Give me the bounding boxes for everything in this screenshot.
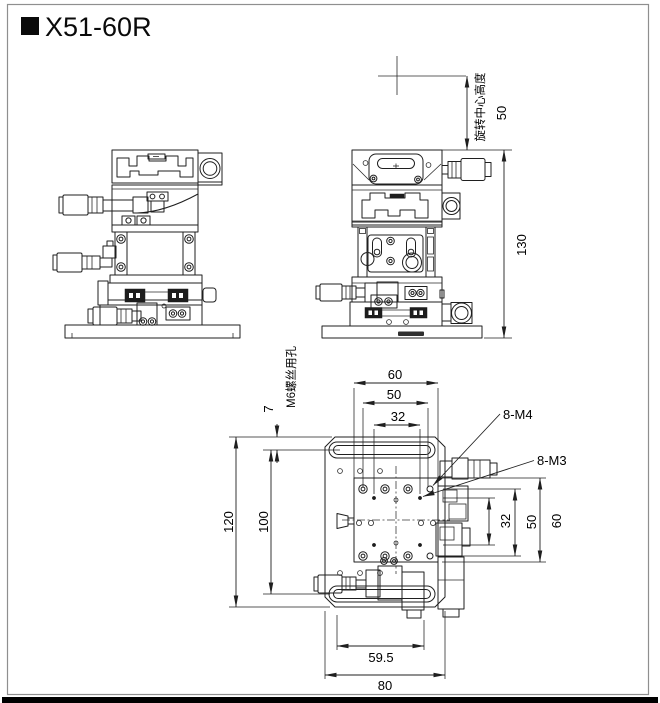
dim-overall-height: 130 (514, 234, 529, 256)
m3-hole-pattern (355, 496, 436, 547)
front-z-micrometer (52, 240, 117, 273)
callout-m4-holes: 8-M4 (503, 407, 533, 422)
side-view-dimensions: 旋转中心高度 50 130 (442, 72, 529, 339)
top-center-stage (336, 466, 450, 574)
side-base-plate (321, 325, 483, 339)
front-view-drawing (52, 149, 241, 339)
front-y-micrometer (87, 306, 142, 326)
top-base-plate (324, 436, 446, 608)
top-bottom-assembly (313, 557, 425, 619)
front-base-plate (64, 324, 241, 339)
title-block: X51-60R (21, 12, 152, 42)
side-rotation-stage (351, 149, 443, 186)
dim-top-width-mid: 50 (387, 387, 401, 402)
m4-hole-pattern (358, 484, 434, 561)
callout-m3-holes: 8-M3 (537, 453, 567, 468)
front-y-stage (99, 299, 203, 326)
title-bullet-icon (21, 17, 39, 35)
dim-rotation-center-height: 50 (494, 106, 509, 120)
side-goniometer-block (351, 184, 461, 226)
page-title: X51-60R (45, 12, 152, 42)
page-frame (2, 3, 658, 703)
dim-right-height-inner: 32 (498, 514, 513, 528)
side-rotation-micrometer (441, 158, 492, 181)
top-view-dimensions: 60 50 32 120 100 7 M6螺丝用孔 8-M4 8-M3 60 (221, 346, 567, 693)
dim-top-width-outer: 60 (388, 367, 402, 382)
dim-bottom-width-inner: 59.5 (368, 650, 393, 665)
top-view-drawing (313, 436, 498, 619)
brand-mark (398, 331, 424, 336)
side-z-bracket (351, 221, 443, 278)
rotation-center-mark (378, 56, 466, 95)
dim-right-height-mid: 50 (524, 515, 539, 529)
dim-right-height-outer: 60 (549, 514, 564, 528)
dim-top-width-inner: 32 (391, 409, 405, 424)
front-x-knob (202, 287, 217, 303)
front-x-stage (97, 274, 217, 306)
front-z-bracket (111, 224, 199, 276)
side-view-drawing (315, 56, 492, 339)
dim-m6-slot-label: M6螺丝用孔 (285, 346, 298, 408)
front-top-micrometer (58, 194, 149, 216)
dim-edge-to-slot: 7 (261, 405, 276, 412)
dim-rotation-center-label: 旋转中心高度 (473, 72, 487, 141)
dim-plate-length-inner: 100 (256, 511, 271, 533)
side-x-stage (315, 276, 445, 303)
top-left-knob (336, 513, 349, 529)
dim-plate-length-outer: 120 (221, 511, 236, 533)
dim-bottom-width-outer: 80 (378, 678, 392, 693)
front-top-clamp (111, 149, 223, 186)
front-goniometer-block (111, 184, 199, 226)
top-right-assembly (435, 485, 471, 618)
